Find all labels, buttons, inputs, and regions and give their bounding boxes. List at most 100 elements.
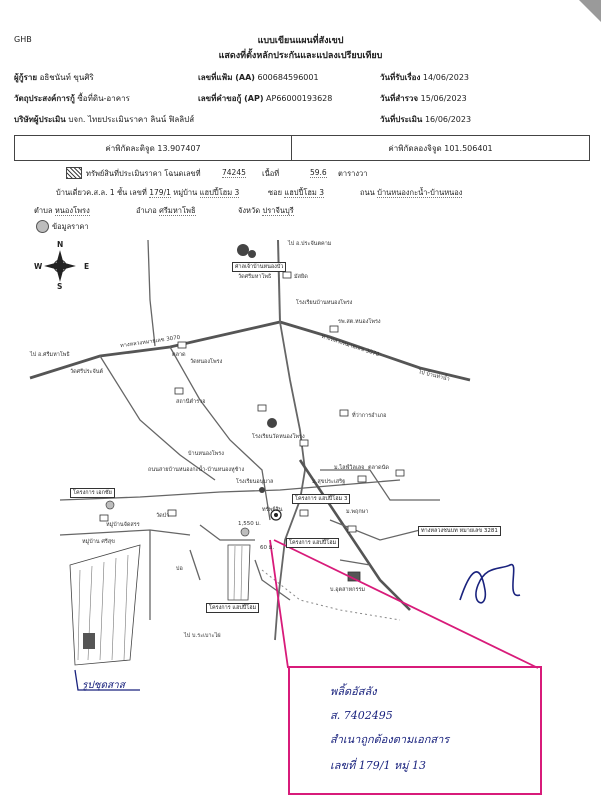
survey-date-value: 15/06/2023 (420, 94, 467, 103)
lot-line (99, 561, 105, 661)
label-dist1: 1,550 ม. (238, 521, 261, 527)
building-icon (282, 271, 292, 279)
amphoe-row: อำเภอ ศรีมหาโพธิ (136, 205, 196, 217)
soi-road (199, 524, 255, 541)
east-local-road (320, 469, 440, 501)
request-date-label: วันที่รับเรื่อง (380, 73, 421, 82)
note-line-4: เลขที่ 179/1 หมู่ 13 (330, 759, 426, 772)
label-wat-school: ศาลเจ้าบ้านหนองบัว (232, 262, 287, 272)
label-factory: บ.อุตสาหกรรม (330, 587, 366, 593)
label-proj-left2: หมู่บ้าน ศรีสุข (82, 539, 115, 545)
building-icon (167, 509, 177, 517)
province-label: จังหวัด (238, 206, 261, 215)
file-no-value: 600684596001 (257, 73, 319, 82)
ap-no-label: เลขที่คำขอกู้ (AP) (198, 94, 264, 103)
lot-line (77, 569, 81, 661)
province-value: ปราจีนบุรี (262, 206, 294, 216)
request-date-value: 14/06/2023 (422, 73, 470, 82)
file-no-row: เลขที่แฟ้ม (AA) 600684596001 (198, 71, 319, 84)
tambon-value: หนองโพรง (54, 206, 90, 216)
soi-row: ซอย แฮปปี้โฮม 3 (268, 187, 325, 199)
signature-scribble (459, 564, 521, 604)
label-market: ตลาด (172, 352, 186, 358)
label-proj-left: โครงการ เอกชัย (70, 488, 115, 498)
legend-label: ทรัพย์สินที่ประเมินราคา โฉนดเลขที่ (86, 169, 201, 178)
north-road (277, 239, 281, 323)
east-spur-road (339, 559, 371, 566)
label-temple2: วัดศรีประจันต์ (70, 369, 104, 375)
doc-title: แบบเขียนแผนที่สังเขป (257, 36, 344, 46)
label-office: ที่ว่าการอำเภอ (352, 413, 387, 419)
ap-no-row: เลขที่คำขอกู้ (AP) AP66000193628 (198, 92, 332, 105)
pointer-line (273, 539, 539, 669)
handwritten-note-box: พลิ้ดอัสลัง ส. 7402495 สำเนาถูกต้องตามเอ… (288, 666, 542, 795)
area-unit: ตารางวา (338, 169, 368, 178)
building-icon (347, 525, 357, 533)
comparable-point-icon (240, 527, 250, 537)
compass-rose-icon (44, 250, 76, 282)
corner-code: GHB (14, 35, 32, 44)
tree-icon (267, 418, 277, 428)
label-school2: วัดศรีมหาโพธิ (238, 274, 272, 280)
appraisal-date-label: วันที่ประเมิน (380, 115, 423, 124)
building-icon (299, 439, 309, 447)
building-icon (329, 325, 339, 333)
longitude-cell: ค่าพิกัดลองจิจูด 101.506401 (292, 142, 589, 155)
project-block-left (69, 544, 141, 666)
note-line-3: สำเนาถูกต้องตามเอกสาร (330, 733, 450, 746)
soi-value: แฮปปี้โฮม 3 (284, 188, 325, 198)
label-to-prachantakham: ไป อ.ประจันตคาม (288, 241, 332, 247)
label-comp-project: หมู่บ้านจัดสรร (106, 522, 140, 528)
label-health: รพ.สต.หนองโพรง (338, 319, 381, 325)
deed-no: 74245 (222, 168, 246, 178)
road-value: บ้านหนองกะน้ำ-บ้านหนอง (377, 188, 463, 198)
borrower-row: ผู้กู้ราย อธิชนันท์ ขุนศิริ (14, 71, 94, 84)
compass-s: S (57, 282, 63, 291)
latitude-label: ค่าพิกัดละติจูด (105, 144, 155, 153)
label-happyhome2: โครงการ แฮปปี้โฮม (286, 538, 340, 548)
building-icon (177, 341, 187, 349)
note-line-1: พลิ้ดอัสลัง (330, 685, 377, 698)
comparable-point-icon (105, 500, 115, 510)
road-row: ถนน บ้านหนองกะน้ำ-บ้านหนอง (360, 187, 463, 199)
purpose-label: วัตถุประสงค์การกู้ (14, 94, 75, 103)
ap-no-value: AP66000193628 (266, 94, 333, 103)
longitude-value: 101.506401 (444, 144, 493, 153)
building-icon (357, 475, 367, 483)
label-temple1: วัดหนองโพรง (190, 359, 223, 365)
moo-label: หมู่บ้าน (173, 188, 198, 197)
building-icon (257, 404, 267, 412)
southwest-road (99, 355, 216, 481)
appraiser-value: บจก. ไทยประเมินราคา ลินน์ ฟิลลิปส์ (68, 115, 195, 124)
page-corner-fold (579, 0, 601, 22)
hatch-legend-icon (66, 167, 82, 179)
label-rubber: บ่อ (176, 566, 183, 572)
label-temple3: วัดป่า (156, 513, 170, 519)
label-dist2: 60 ม. (260, 545, 275, 551)
lot-line (123, 554, 129, 661)
survey-date-row: วันที่สำรวจ 15/06/2023 (380, 92, 467, 105)
file-no-label: เลขที่แฟ้ม (AA) (198, 73, 255, 82)
label-village1: ม.ไลฟ์วิลเลจ (334, 465, 365, 471)
comparable-lot-highlight (83, 633, 95, 649)
coordinates-box: ค่าพิกัดละติจูด 13.907407 ค่าพิกัดลองจิจ… (14, 135, 590, 161)
label-prop-marker: ทรัพย์สิน (262, 507, 283, 513)
amphoe-value: ศรีมหาโพธิ (159, 206, 196, 216)
east-local-road-2 (329, 519, 421, 541)
building-icon (174, 387, 184, 395)
note-line-2: ส. 7402495 (330, 709, 393, 722)
appraiser-row: บริษัทผู้ประเมิน บจก. ไทยประเมินราคา ลิน… (14, 113, 194, 126)
latitude-value: 13.907407 (157, 144, 201, 153)
compass-n: N (57, 240, 64, 249)
label-route-3281: ทางหลวงชนบท หมายเลข 3281 (418, 526, 501, 536)
province-row: จังหวัด ปราจีนบุรี (238, 205, 294, 217)
tree-icon (248, 250, 256, 258)
survey-date-label: วันที่สำรวจ (380, 94, 419, 103)
compass-e: E (84, 262, 90, 271)
latitude-cell: ค่าพิกัดละติจูด 13.907407 (15, 142, 291, 155)
label-market2: ตลาดนัด (368, 465, 389, 471)
south-road (274, 321, 306, 641)
borrower-label: ผู้กู้ราย (14, 73, 38, 82)
pointer-line (269, 539, 289, 669)
